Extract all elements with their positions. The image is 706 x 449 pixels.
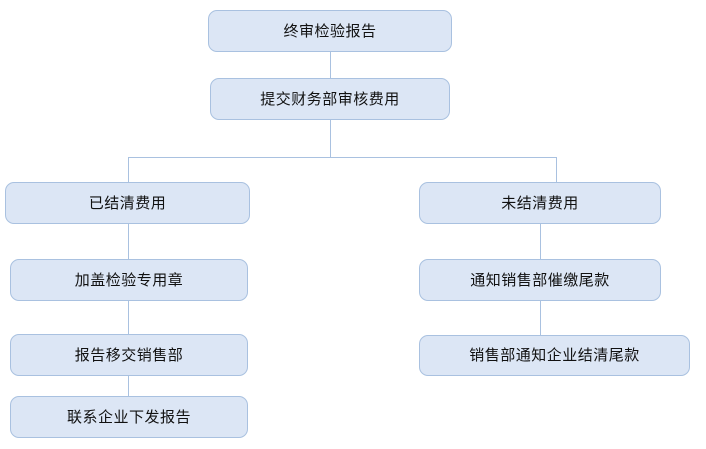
- node-notify-sales-collect-balance[interactable]: 通知销售部催缴尾款: [419, 259, 661, 301]
- node-final-inspection-report[interactable]: 终审检验报告: [208, 10, 452, 52]
- connector-n1-to-n2: [330, 52, 331, 78]
- node-submit-finance-review-fee[interactable]: 提交财务部审核费用: [210, 78, 450, 120]
- connector-branch-right-drop: [556, 157, 557, 182]
- node-transfer-report-to-sales[interactable]: 报告移交销售部: [10, 334, 248, 376]
- connector-n5-to-n7: [128, 301, 129, 334]
- connector-n6-to-n8: [540, 301, 541, 335]
- node-fee-settled[interactable]: 已结清费用: [5, 182, 250, 224]
- node-label: 未结清费用: [501, 194, 579, 212]
- node-label: 联系企业下发报告: [66, 408, 191, 426]
- node-contact-enterprise-issue-report[interactable]: 联系企业下发报告: [10, 396, 248, 438]
- connector-n7-to-n9: [128, 376, 129, 396]
- connector-branch-bar: [128, 157, 557, 158]
- node-fee-unsettled[interactable]: 未结清费用: [419, 182, 661, 224]
- connector-branch-left-drop: [128, 157, 129, 182]
- node-label: 报告移交销售部: [74, 346, 184, 364]
- node-label: 已结清费用: [88, 194, 167, 212]
- node-sales-notify-enterprise-settle[interactable]: 销售部通知企业结清尾款: [419, 335, 690, 376]
- node-label: 通知销售部催缴尾款: [470, 271, 610, 289]
- node-label: 终审检验报告: [283, 22, 377, 40]
- node-affix-inspection-seal[interactable]: 加盖检验专用章: [10, 259, 248, 301]
- node-label: 提交财务部审核费用: [260, 90, 400, 108]
- node-label: 加盖检验专用章: [74, 271, 184, 289]
- connector-n3-to-n5: [128, 224, 129, 259]
- node-label: 销售部通知企业结清尾款: [469, 347, 640, 364]
- connector-n2-stem: [330, 120, 331, 157]
- connector-n4-to-n6: [540, 224, 541, 259]
